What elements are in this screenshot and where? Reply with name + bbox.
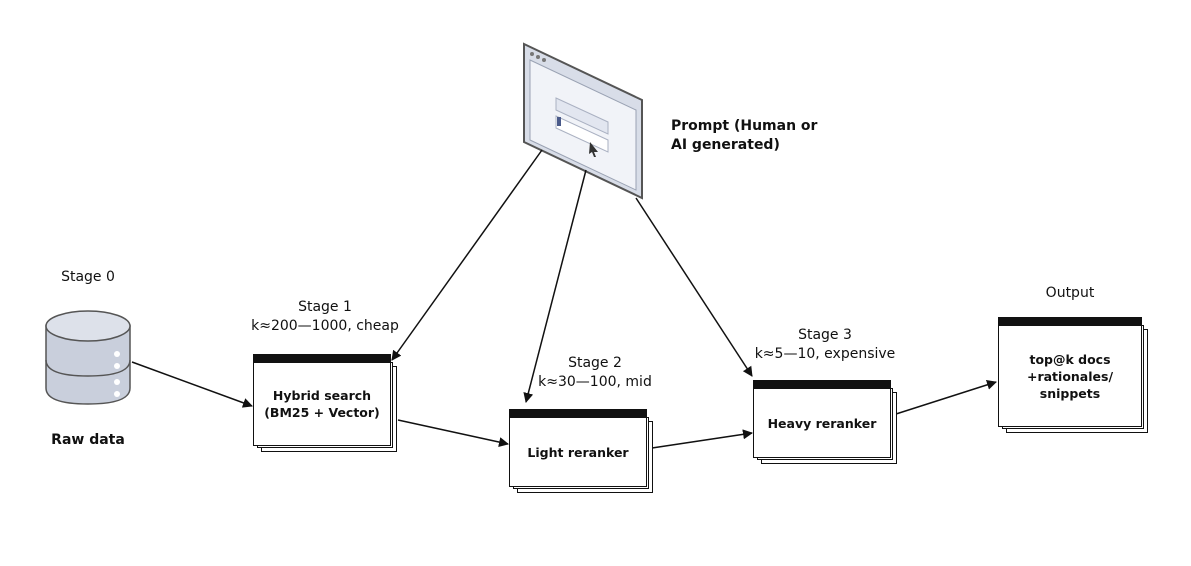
arrow-stage3-to-output [895,379,997,415]
stage3-card-stack: Heavy reranker [753,380,899,466]
output-line3: snippets [1039,385,1101,401]
stage3-box: Heavy reranker [753,380,891,458]
stage2-subtitle: k≈30—100, mid [538,374,652,390]
arrow-db-to-stage1 [131,361,253,408]
arrow-stage2-to-stage3 [651,429,753,449]
prompt-label-line1: Prompt (Human or [671,118,818,134]
stage3-box-label: Heavy reranker [767,415,877,431]
stage1-box-line2: (BM25 + Vector) [264,405,380,420]
stage3-subtitle: k≈5—10, expensive [754,346,896,362]
arrow-stage1-to-stage2 [397,419,509,447]
arrow-prompt-to-stage1 [391,149,543,361]
stage1-title: Stage 1 [298,299,352,315]
stage1-subtitle: k≈200—1000, cheap [251,318,399,334]
prompt-label-line2: AI generated) [671,137,780,153]
output-box: top@k docs +rationales/ snippets [998,317,1142,427]
arrow-prompt-to-stage3 [635,197,753,377]
output-card-stack: top@k docs +rationales/ snippets [998,317,1150,435]
output-title: Output [1045,285,1095,301]
stage1-box-line1: Hybrid search [272,388,372,403]
stage1-box: Hybrid search (BM25 + Vector) [253,354,391,446]
stage3-title: Stage 3 [798,327,852,343]
arrow-prompt-to-stage2 [523,169,587,403]
stage1-card-stack: Hybrid search (BM25 + Vector) [253,354,399,454]
stage2-card-stack: Light reranker [509,409,655,495]
stage0-title: Stage 0 [61,269,115,285]
database-icon [45,310,131,405]
stage2-box-label: Light reranker [527,444,629,460]
output-line2: +rationales/ [1026,368,1114,384]
stage0-caption: Raw data [51,432,125,448]
browser-window-icon [523,42,643,200]
output-line1: top@k docs [1029,351,1111,367]
stage2-box: Light reranker [509,409,647,487]
stage2-title: Stage 2 [568,355,622,371]
